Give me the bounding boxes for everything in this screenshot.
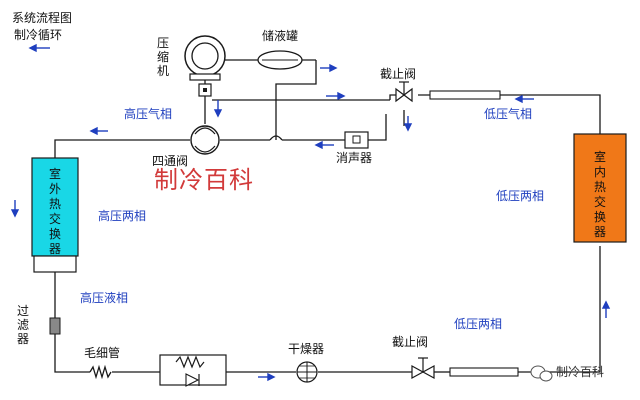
pipe-receiver-down: [275, 60, 317, 140]
indoor-hx-body: [573, 133, 627, 243]
pipe-crossover: [269, 135, 283, 141]
four-way-valve: [190, 125, 220, 155]
arrow-hp-gas: [89, 126, 108, 136]
state-hp-gas: 高压气相: [124, 107, 173, 121]
outdoor-hx-base: [33, 255, 77, 273]
outdoor-hx-body: [31, 157, 79, 257]
brand-name: 制冷百科: [556, 365, 605, 379]
arrow-title: [28, 43, 50, 53]
state-lp-two-phase-bottom: 低压两相: [454, 317, 503, 331]
pipe-to-indoor: [418, 94, 601, 134]
arrow-outdoor-down: [10, 200, 20, 218]
diagram-title: 系统流程图: [12, 11, 73, 25]
arrow-top-line: [326, 91, 346, 101]
check-valve-box-coil: [175, 355, 205, 369]
compressor-base: [189, 73, 221, 81]
pipe-filter-capillary: [54, 334, 90, 373]
outdoor-hx-label: 室外热交换器: [48, 167, 61, 256]
filter-label: 过滤器: [16, 304, 29, 346]
arrow-bottom-line: [258, 372, 276, 382]
arrow-valve-down: [403, 116, 413, 132]
stop-valve-bottom-label: 截止阀: [392, 335, 429, 349]
four-way-valve-arc-bottom: [194, 145, 216, 153]
filter: [49, 317, 61, 335]
capillary-coil: [89, 364, 112, 380]
dryer-label: 干燥器: [288, 342, 325, 356]
state-hp-two-phase: 高压两相: [98, 209, 147, 223]
four-way-valve-arc-top: [194, 127, 216, 135]
arrow-receiver-right: [320, 63, 338, 73]
compressor-inner: [191, 42, 219, 70]
pipe-four-way-outdoor: [54, 139, 190, 158]
top-insulated-pipe: [429, 90, 501, 100]
brand-logo-icon: [530, 365, 553, 382]
arrow-indoor-up: [601, 300, 611, 318]
four-way-valve-label: 四通阀: [152, 154, 189, 168]
arrow-compressor-down: [213, 100, 223, 118]
receiver-label: 储液罐: [262, 29, 299, 43]
stop-valve-top-label: 截止阀: [380, 67, 417, 81]
pipe-muffler-valve: [368, 114, 387, 141]
muffler-inner: [352, 135, 361, 144]
diagram-subtitle: 制冷循环: [14, 28, 63, 42]
state-lp-gas: 低压气相: [484, 107, 533, 121]
compressor-label: 压缩机: [156, 36, 169, 78]
pipe-bottom-indoor: [518, 246, 601, 373]
arrow-lp-gas: [514, 94, 534, 104]
compressor-check-valve-dot: [203, 88, 207, 92]
arrow-muffler-left: [314, 140, 334, 150]
bottom-insulated-pipe: [449, 367, 519, 377]
watermark: 制冷百科: [154, 166, 254, 194]
check-valve-triangle: [185, 373, 200, 387]
capillary-label: 毛细管: [84, 346, 121, 360]
state-lp-two-phase-right: 低压两相: [496, 189, 545, 203]
muffler-label: 消声器: [336, 151, 373, 165]
state-hp-liquid: 高压液相: [80, 291, 129, 305]
indoor-hx-label: 室内热交换器: [593, 150, 606, 239]
